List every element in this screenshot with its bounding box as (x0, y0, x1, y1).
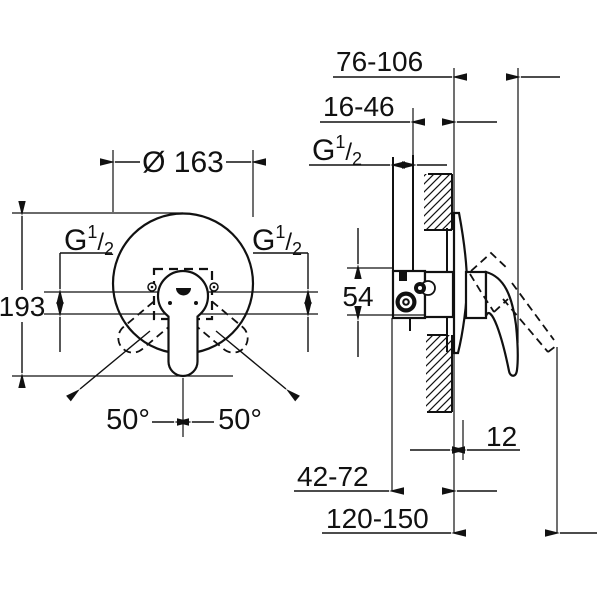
dim-height: 193 (0, 201, 233, 388)
dim-label-diameter: Ø 163 (142, 146, 224, 179)
dim-label-120-150: 120-150 (326, 503, 429, 534)
dim-swing-angles: 50° 50° (66, 330, 300, 437)
dim-54: 54 (342, 228, 425, 357)
dim-76-106: 76-106 (333, 46, 560, 81)
housing-details (395, 272, 436, 313)
dim-label-76-106: 76-106 (336, 46, 423, 77)
dim-diameter: Ø 163 (100, 146, 266, 217)
dim-label-angle-left: 50° (106, 404, 150, 436)
dim-label-42-72: 42-72 (297, 461, 369, 492)
extension-lines (391, 68, 558, 533)
dim-16-46: 16-46 (320, 91, 497, 126)
dim-42-72: 42-72 (294, 461, 497, 495)
cartridge-housing (423, 270, 455, 319)
handle-hub-side (464, 270, 488, 320)
dim-thread-side: G1/2 (309, 132, 447, 169)
dim-thread-right: G1/2 (252, 222, 312, 352)
lever-handle-side (484, 270, 519, 377)
front-dimensions: Ø 163 193 G1/2 G1/2 (0, 146, 312, 437)
dim-12: 12 (410, 420, 520, 460)
side-dimensions: 76-106 16-46 G1/2 54 12 (294, 46, 597, 537)
dim-label-16-46: 16-46 (323, 91, 395, 122)
dim-120-150: 120-150 (322, 503, 597, 537)
hub-marks (147, 282, 219, 305)
dim-label-12: 12 (486, 421, 517, 452)
thread-label-right: G1/2 (252, 222, 302, 259)
thread-label-left: G1/2 (64, 222, 114, 259)
lever-raised-dashed (469, 251, 557, 353)
dim-label-angle-right: 50° (218, 404, 262, 436)
dim-label-54: 54 (342, 281, 373, 312)
thread-label-side: G1/2 (312, 132, 362, 169)
wall-hatch-lower (426, 334, 453, 413)
lever-swing-positions (117, 283, 249, 354)
dim-thread-left: G1/2 (56, 222, 114, 352)
lever-handle-fill (168, 300, 198, 376)
supply-pipe (392, 155, 414, 331)
wall-hatch-upper (424, 173, 453, 231)
side-view (391, 68, 558, 533)
front-view (44, 212, 318, 378)
dim-label-height: 193 (0, 291, 45, 322)
